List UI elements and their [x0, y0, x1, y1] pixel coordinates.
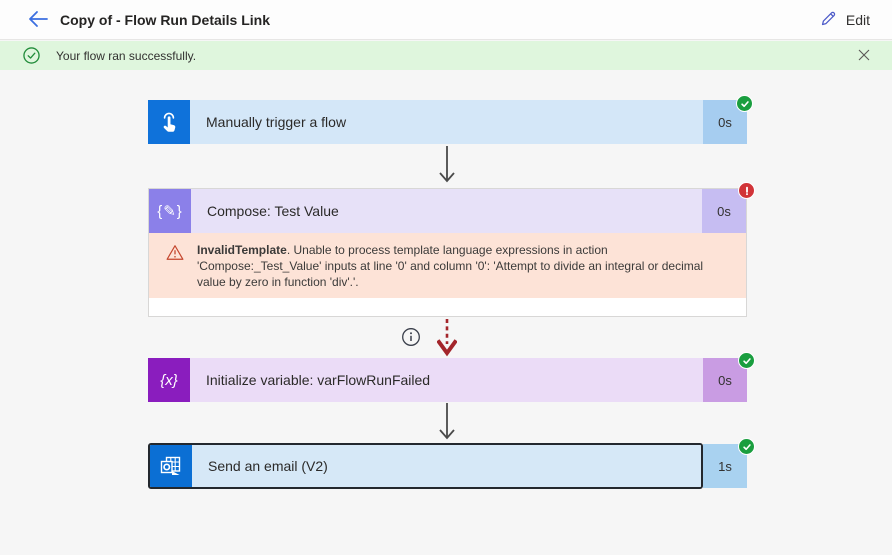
flow-canvas: Manually trigger a flow 0s {✎} Compose: …	[0, 70, 892, 555]
compose-braces-icon: {✎}	[149, 189, 191, 233]
step-label: Initialize variable: varFlowRunFailed	[190, 358, 703, 402]
edit-button[interactable]: Edit	[820, 7, 870, 33]
dashed-error-connector-arrow	[436, 318, 458, 358]
step-label: Compose: Test Value	[191, 189, 702, 233]
banner-success-icon	[23, 47, 40, 69]
error-panel: InvalidTemplate. Unable to process templ…	[149, 233, 746, 298]
step-send-email[interactable]: Send an email (V2)	[148, 443, 703, 489]
banner-message: Your flow ran successfully.	[56, 48, 197, 63]
success-banner: Your flow ran successfully.	[0, 41, 892, 70]
close-icon	[858, 48, 870, 64]
connector-arrow	[437, 403, 457, 443]
back-arrow-icon	[27, 11, 49, 32]
back-button[interactable]	[26, 9, 50, 31]
step-compose[interactable]: {✎} Compose: Test Value 0s InvalidTempla…	[148, 188, 747, 317]
edit-pencil-icon	[820, 10, 837, 30]
error-badge	[738, 182, 755, 199]
info-icon[interactable]	[401, 327, 421, 347]
edit-label: Edit	[845, 12, 870, 28]
header: Copy of - Flow Run Details Link Edit	[0, 0, 892, 40]
warning-triangle-icon	[166, 244, 186, 298]
success-badge	[736, 95, 753, 112]
success-badge	[738, 352, 755, 369]
tap-trigger-icon	[148, 100, 190, 144]
variable-braces-icon: {x}	[148, 358, 190, 402]
error-message: InvalidTemplate. Unable to process templ…	[197, 243, 704, 289]
step-initialize-variable[interactable]: {x} Initialize variable: varFlowRunFaile…	[148, 358, 747, 402]
connector-arrow	[437, 146, 457, 186]
step-label: Manually trigger a flow	[190, 100, 703, 144]
banner-close-button[interactable]	[853, 45, 875, 67]
step-manually-trigger[interactable]: Manually trigger a flow 0s	[148, 100, 747, 144]
step-duration: 0s	[702, 189, 746, 233]
step-duration: 1s	[703, 444, 747, 488]
outlook-icon	[150, 445, 192, 487]
success-badge	[738, 438, 755, 455]
step-label: Send an email (V2)	[192, 445, 701, 487]
page-title: Copy of - Flow Run Details Link	[60, 12, 270, 28]
